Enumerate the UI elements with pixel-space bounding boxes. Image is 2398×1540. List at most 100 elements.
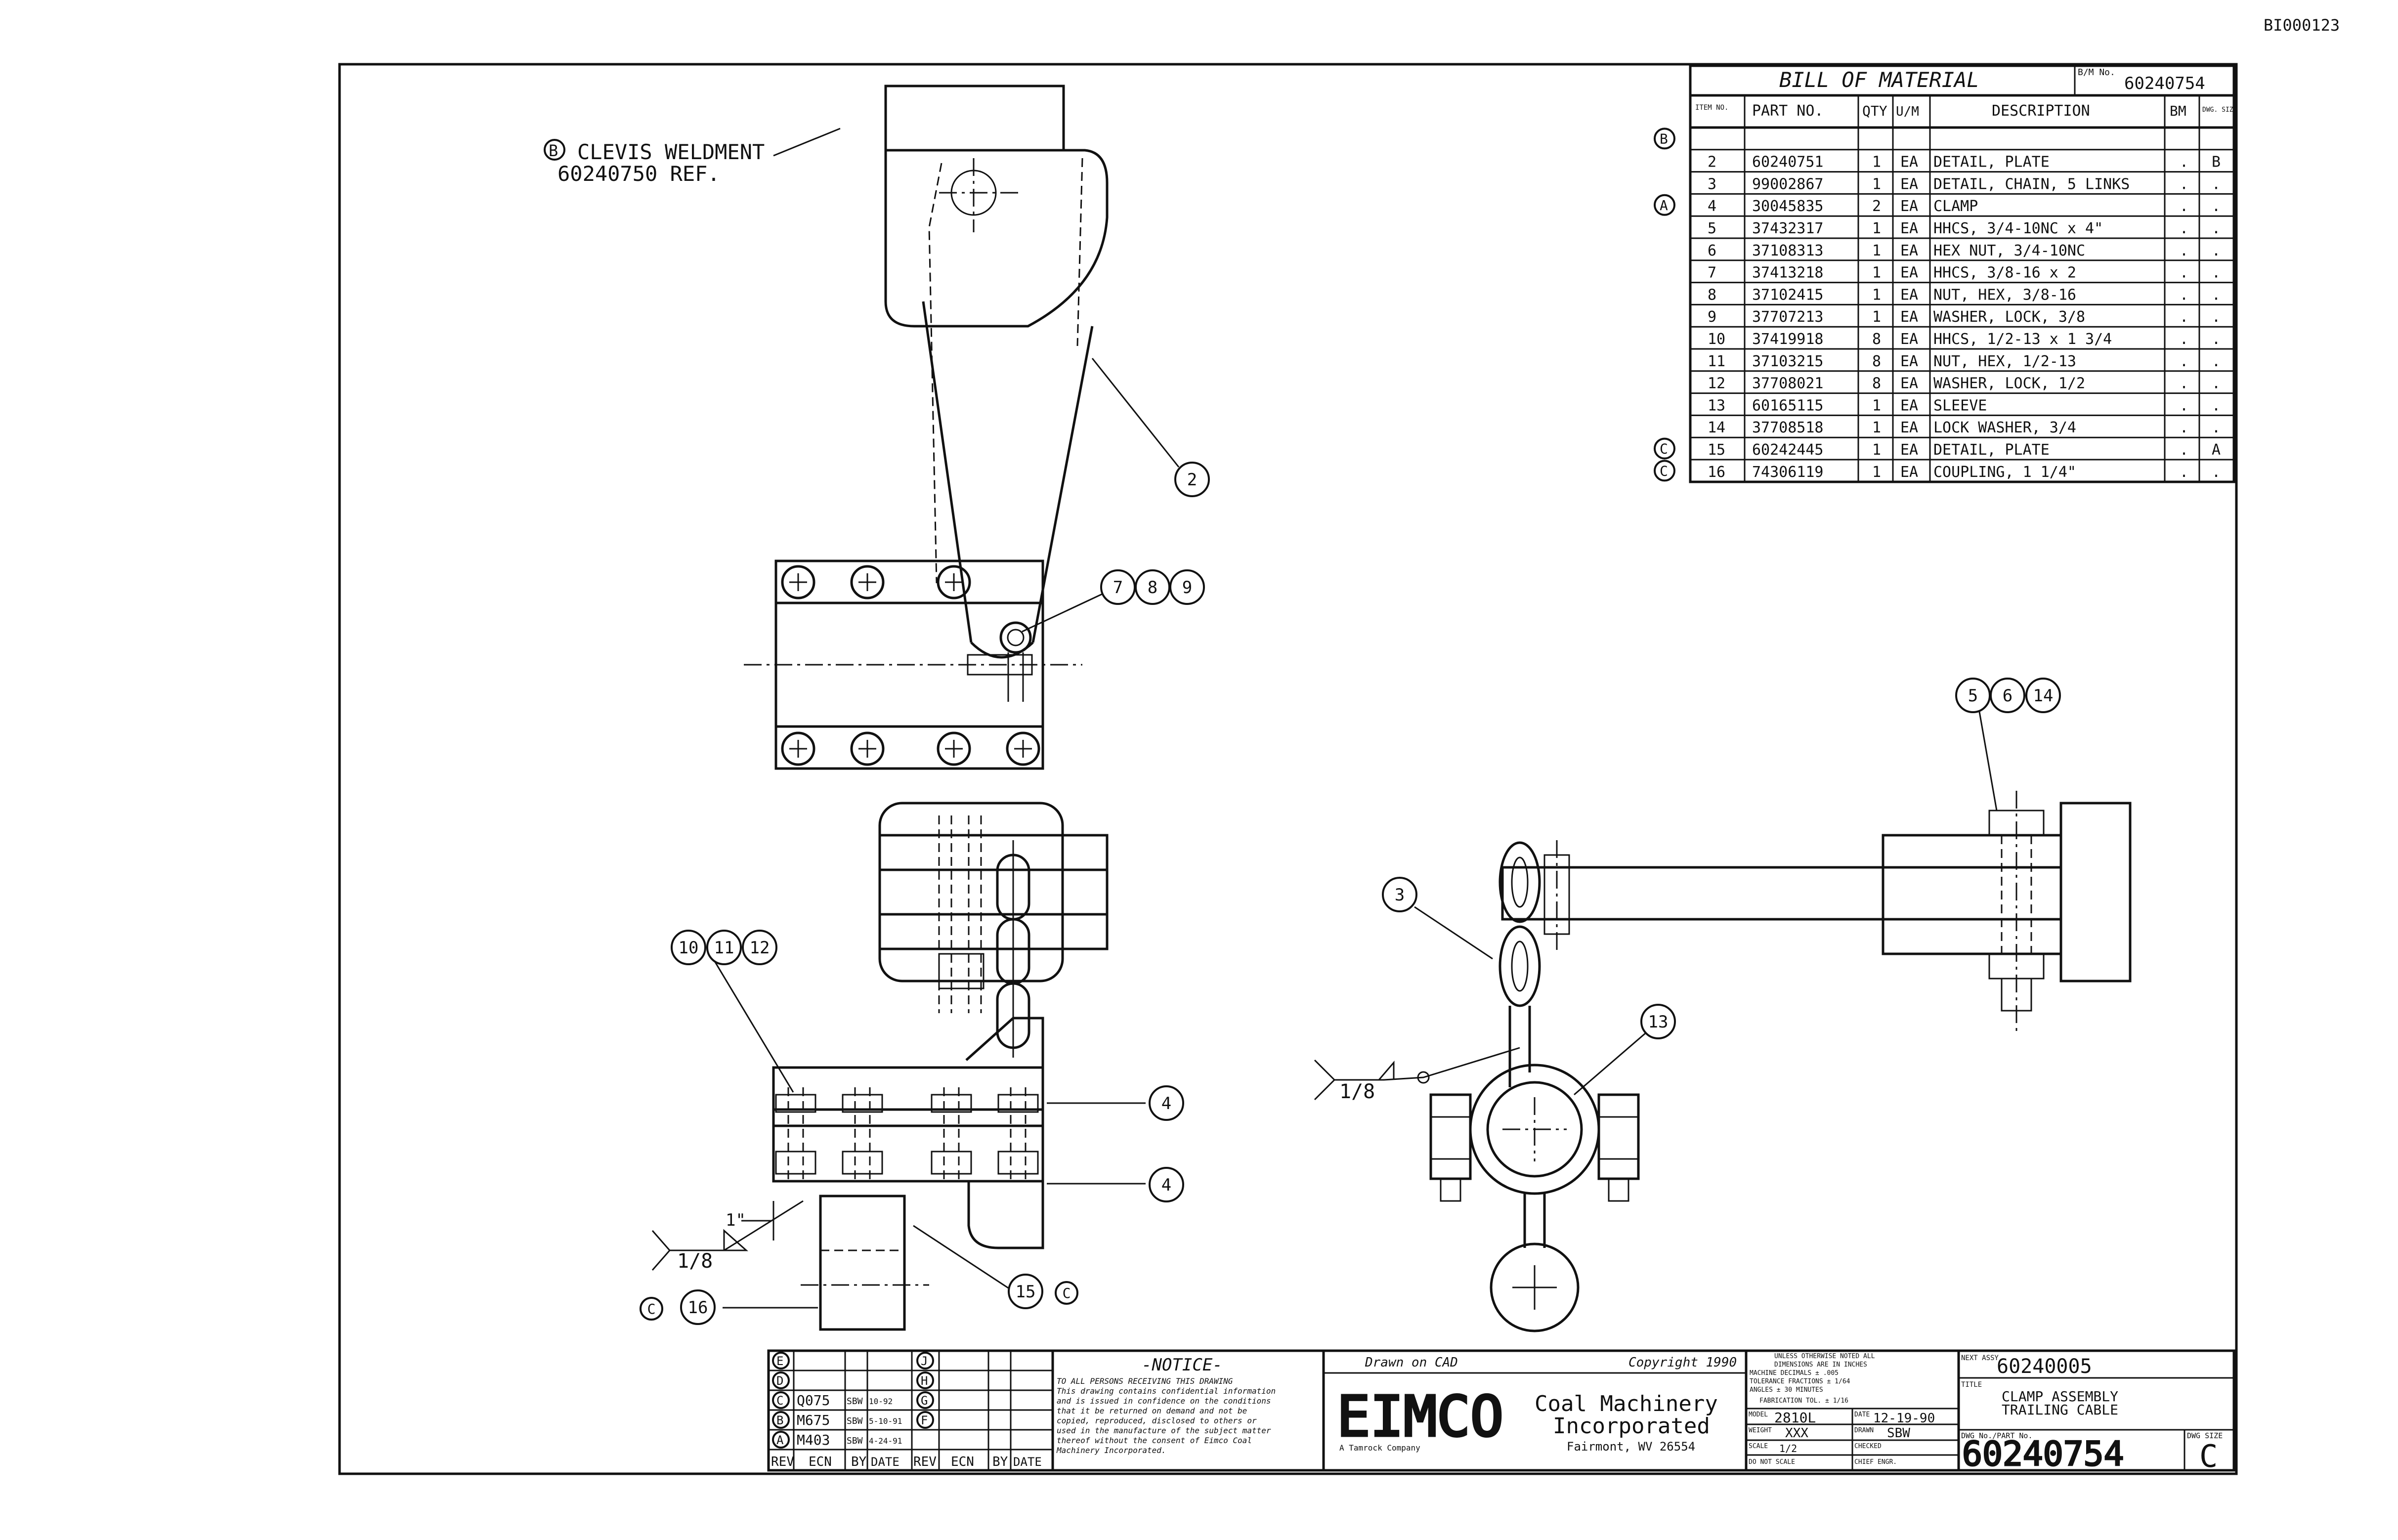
- bom-bm: .: [2180, 464, 2188, 481]
- tolerance-info-block: UNLESS OTHERWISE NOTED ALL DIMENSIONS AR…: [1745, 1349, 1960, 1472]
- title-line2: TRAILING CABLE: [2002, 1402, 2118, 1418]
- bom-rev-marker: [1654, 437, 1675, 460]
- bom-bm: .: [2180, 175, 2188, 193]
- balloon-14-label: 14: [2033, 686, 2054, 706]
- bom-item: 14: [1708, 419, 1725, 436]
- bom-header-um: U/M: [1896, 104, 1919, 119]
- balloon-6: [1990, 678, 2025, 713]
- bom-qty: 1: [1872, 286, 1881, 303]
- bolt-head: [937, 731, 971, 766]
- balloon-3: [1382, 877, 1417, 912]
- dimension-one-inch: 1": [726, 1210, 746, 1230]
- bom-header-description: DESCRIPTION: [1992, 102, 2090, 120]
- rev-ecn: M675: [797, 1412, 830, 1428]
- bom-part-number: 74306119: [1752, 464, 1824, 481]
- dwg-size: C: [2199, 1438, 2218, 1474]
- bom-item: 12: [1708, 375, 1725, 392]
- balloon-15-rev-label: C: [1063, 1285, 1071, 1301]
- bom-size: .: [2212, 331, 2221, 348]
- date-label: DATE: [1854, 1411, 1870, 1418]
- notice-title: -NOTICE-: [1142, 1355, 1223, 1375]
- bom-item: 11: [1708, 353, 1725, 370]
- balloon-10: [671, 930, 706, 965]
- bom-item: 7: [1708, 264, 1716, 282]
- notice-line: TO ALL PERSONS RECEIVING THIS DRAWING: [1057, 1376, 1233, 1386]
- company-block: Drawn on CAD Copyright 1990 EIMCO Coal M…: [1322, 1349, 1748, 1472]
- scale-label: SCALE: [1749, 1443, 1768, 1450]
- tolerance-line5: ANGLES ± 30 MINUTES: [1750, 1386, 1823, 1394]
- rev-letter: B: [776, 1413, 783, 1427]
- rev-header-by-2: BY: [992, 1454, 1008, 1469]
- drawn-value: SBW: [1887, 1426, 1910, 1441]
- bom-part-number: 60240751: [1752, 154, 1824, 171]
- balloon-2-label: 2: [1187, 470, 1197, 490]
- bom-description: HHCS, 3/8-16 x 2: [1933, 264, 2076, 282]
- balloon-4-lower-label: 4: [1161, 1175, 1171, 1195]
- bom-part-number: 37413218: [1752, 264, 1824, 282]
- bom-item: 13: [1708, 397, 1725, 414]
- balloon-8-label: 8: [1148, 578, 1157, 598]
- bom-item: 9: [1708, 308, 1716, 326]
- bom-description: DETAIL, CHAIN, 5 LINKS: [1933, 175, 2130, 193]
- bom-bm: .: [2180, 220, 2188, 237]
- bom-item: 8: [1708, 286, 1716, 303]
- bom-size: A: [2212, 441, 2221, 459]
- bom-item: 2: [1708, 154, 1716, 171]
- notice-line: and is issued in confidence on the condi…: [1057, 1396, 1271, 1406]
- bom-bm: .: [2180, 286, 2188, 303]
- bolt-head: [781, 731, 815, 766]
- bom-item: 10: [1708, 331, 1725, 348]
- bom-size: .: [2212, 375, 2221, 392]
- drawn-on-cad: Drawn on CAD: [1365, 1355, 1458, 1370]
- bom-um: EA: [1900, 242, 1918, 259]
- bom-rev-marker: [1654, 194, 1675, 216]
- bom-bm: .: [2180, 154, 2188, 171]
- document-id: BI000123: [2264, 16, 2340, 35]
- bom-um: EA: [1900, 419, 1918, 436]
- bom-description: HHCS, 1/2-13 x 1 3/4: [1933, 331, 2112, 348]
- bom-description: LOCK WASHER, 3/4: [1933, 419, 2076, 436]
- notice-line: copied, reproduced, disclosed to others …: [1057, 1416, 1257, 1425]
- rev-header-date-2: DATE: [1013, 1455, 1042, 1469]
- balloon-9-label: 9: [1182, 578, 1192, 598]
- bom-part-number: 99002867: [1752, 175, 1824, 193]
- bom-description: WASHER, LOCK, 1/2: [1933, 375, 2085, 392]
- bom-bm: .: [2180, 419, 2188, 436]
- rev-date: 5-10-91: [869, 1416, 902, 1426]
- notice-line: Machinery Incorporated.: [1056, 1446, 1166, 1455]
- bom-qty: 1: [1872, 308, 1881, 326]
- bom-item: 4: [1708, 198, 1716, 215]
- next-assy-number: 60240005: [1997, 1355, 2092, 1378]
- bom-um: EA: [1900, 331, 1918, 348]
- bom-bm: .: [2180, 264, 2188, 282]
- rev-marker: [772, 1371, 790, 1389]
- bolt-nut: [997, 1151, 1039, 1175]
- bolt-nut: [842, 1151, 883, 1175]
- company-logo: EIMCO: [1337, 1385, 1503, 1449]
- bom-part-number: 60242445: [1752, 441, 1824, 459]
- bom-um: EA: [1900, 464, 1918, 481]
- next-assy-label: NEXT ASSY.: [1961, 1354, 2003, 1362]
- bom-description: CLAMP: [1933, 198, 1978, 215]
- bom-qty: 1: [1872, 441, 1881, 459]
- model-value: 2810L: [1774, 1410, 1816, 1426]
- bom-part-number: 37103215: [1752, 353, 1824, 370]
- bom-part-number: 37432317: [1752, 220, 1824, 237]
- balloon-12-label: 12: [750, 938, 770, 958]
- rev-by: SBW: [847, 1396, 863, 1407]
- bom-um: EA: [1900, 397, 1918, 414]
- copyright: Copyright 1990: [1628, 1355, 1737, 1370]
- bom-item: 16: [1708, 464, 1725, 481]
- bom-qty: 8: [1872, 353, 1881, 370]
- bom-size: B: [2212, 154, 2221, 171]
- company-name-line1: Coal Machinery: [1535, 1391, 1718, 1416]
- bom-size: .: [2212, 308, 2221, 326]
- bom-um: EA: [1900, 286, 1918, 303]
- bolt-nut: [842, 1094, 883, 1113]
- bom-part-number: 60165115: [1752, 397, 1824, 414]
- bom-number-label: B/M No.: [2078, 67, 2115, 78]
- bom-size: .: [2212, 397, 2221, 414]
- bom-qty: 1: [1872, 175, 1881, 193]
- bom-um: EA: [1900, 441, 1918, 459]
- weld-size-left: 1/8: [677, 1250, 713, 1273]
